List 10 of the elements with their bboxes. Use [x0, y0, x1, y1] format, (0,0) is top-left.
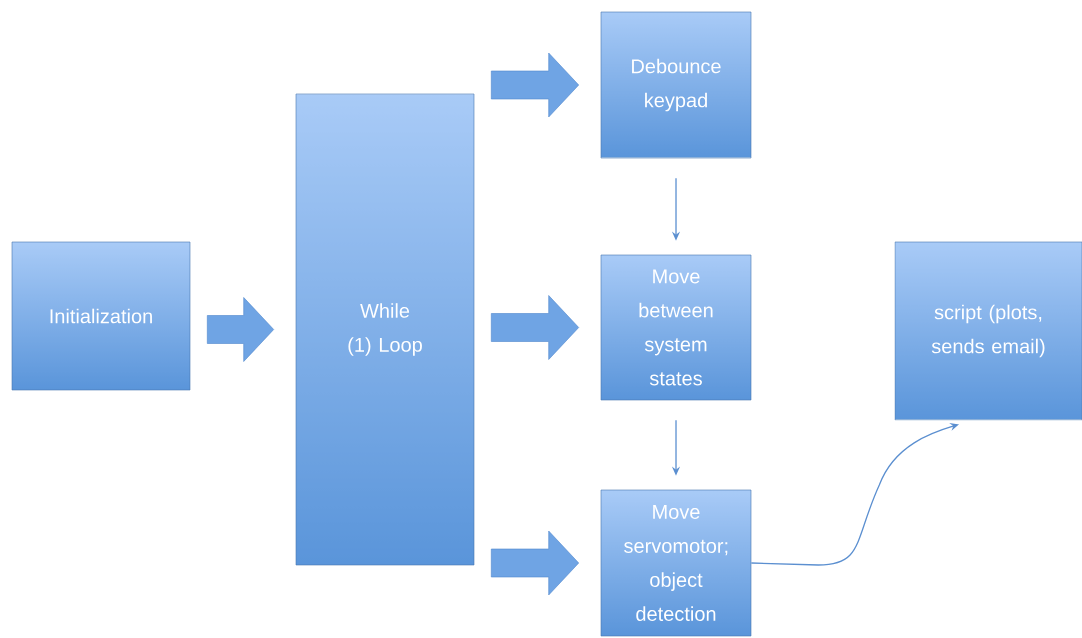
block-arrow	[207, 297, 274, 362]
process-box: Initialization	[11, 241, 191, 391]
process-box: Debounce keypad	[600, 11, 752, 159]
block-arrow	[491, 52, 579, 118]
process-box: Move between system states	[600, 254, 752, 401]
block-arrow	[491, 295, 579, 360]
process-box: Move servomotor; object detection	[600, 489, 752, 637]
block-arrow	[491, 530, 579, 596]
process-box: While (1) Loop	[295, 93, 475, 566]
process-box: script (plots, sends email)	[894, 241, 1082, 421]
